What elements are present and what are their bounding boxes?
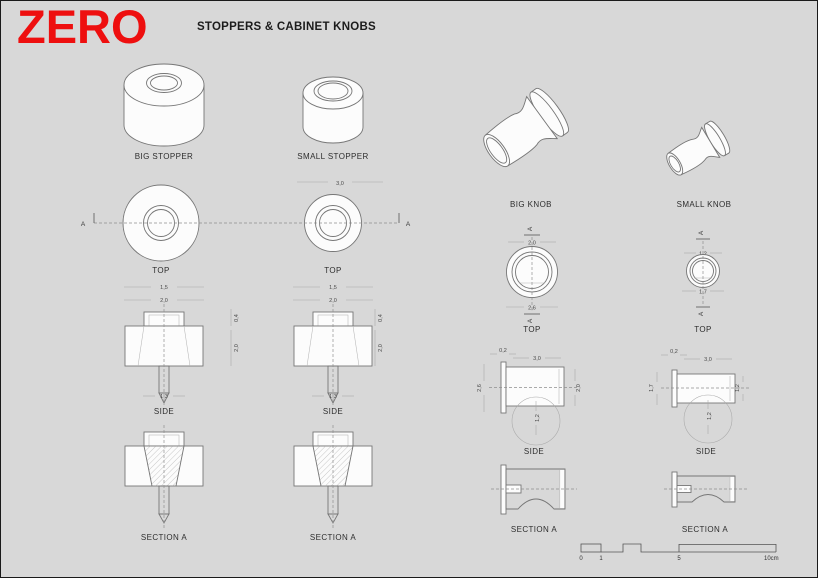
dim-small-cap-h: 0,4 <box>378 314 384 322</box>
dim-big-knob-flange-t: 0,2 <box>499 348 507 354</box>
small-stopper-top-label: TOP <box>324 266 342 275</box>
small-stopper-section-label: SECTION A <box>310 533 357 542</box>
small-knob-perspective <box>666 120 731 176</box>
dim-small-knob-body-d: 1,2 <box>735 384 741 392</box>
small-knob-label: SMALL KNOB <box>677 200 732 209</box>
small-knob-section-label: SECTION A <box>682 525 729 534</box>
big-knob-section-view <box>491 464 577 515</box>
scale-tick-1: 1 <box>599 556 603 562</box>
dim-small-screw: 1,3 <box>329 394 337 400</box>
big-stopper-top-label: TOP <box>152 266 170 275</box>
big-knob-top-marker-a-bottom: A <box>527 318 534 323</box>
big-knob-top-label: TOP <box>523 325 541 334</box>
dim-small-knob-top-outer: 1,7 <box>699 290 707 296</box>
big-knob-side-label: SIDE <box>524 447 544 456</box>
dim-big-knob-length: 3,0 <box>533 356 541 362</box>
section-marker-right: A <box>406 221 411 228</box>
small-stopper-perspective <box>302 76 364 144</box>
small-stopper-label: SMALL STOPPER <box>297 152 368 161</box>
small-knob-top-view: A 1,2 1,7 A <box>682 230 724 316</box>
dim-big-knob-body-d: 2,0 <box>576 384 582 392</box>
big-stopper-label: BIG STOPPER <box>135 152 194 161</box>
dim-small-top-width: 3,0 <box>336 181 344 187</box>
dim-big-knob-top-outer: 2,6 <box>528 306 536 312</box>
dim-big-screw: 1,3 <box>160 394 168 400</box>
small-stopper-side-view: 1,5 2,0 1,3 0,4 2,0 <box>293 285 384 405</box>
big-stopper-section-label: SECTION A <box>141 533 188 542</box>
small-stopper-section-view <box>293 425 373 530</box>
scale-tick-10cm: 10cm <box>764 556 779 562</box>
dim-big-cap-h: 0,4 <box>234 314 240 322</box>
dim-small-body-h: 2,0 <box>378 344 384 352</box>
big-stopper-side-view: 1,5 2,0 1,3 0,4 2,0 <box>124 285 240 405</box>
small-knob-side-label: SIDE <box>696 447 716 456</box>
small-knob-top-marker-a-bottom: A <box>698 311 705 316</box>
dim-big-body-h: 2,0 <box>234 344 240 352</box>
small-stopper-top-view <box>304 194 362 252</box>
small-knob-section-view <box>664 471 747 508</box>
dim-small-knob-length: 3,0 <box>704 357 712 363</box>
big-stopper-section-view <box>124 425 204 530</box>
big-knob-top-view: A 2,0 2,6 A <box>506 226 558 323</box>
big-knob-perspective <box>483 87 569 168</box>
scale-tick-0: 0 <box>579 556 583 562</box>
dim-big-cap-w: 1,5 <box>160 285 168 291</box>
big-knob-top-marker-a-top: A <box>527 226 534 231</box>
big-stopper-perspective <box>123 63 205 147</box>
big-knob-section-label: SECTION A <box>511 525 558 534</box>
dim-small-knob-flange-d: 1,7 <box>649 384 655 392</box>
section-line-a-a: A A <box>81 213 411 228</box>
page-title: STOPPERS & CABINET KNOBS <box>197 21 376 33</box>
big-knob-label: BIG KNOB <box>510 200 552 209</box>
scale-bar: 0 1 5 10cm <box>579 543 779 562</box>
dim-big-knob-flange-d: 2,6 <box>477 384 483 392</box>
small-stopper-side-label: SIDE <box>323 407 343 416</box>
small-stopper-top-dim: 3,0 <box>297 181 383 187</box>
dim-small-knob-flange-t: 0,2 <box>670 349 678 355</box>
dim-small-knob-neck: 1,2 <box>707 412 713 420</box>
section-marker-left: A <box>81 221 86 228</box>
scale-tick-5: 5 <box>677 556 681 562</box>
big-knob-side-view: 0,2 3,0 1,2 2,6 2,0 <box>477 348 582 446</box>
small-knob-side-view: 0,2 3,0 1,2 1,7 1,2 <box>649 349 749 444</box>
small-knob-top-marker-a-top: A <box>698 230 705 235</box>
small-knob-top-label: TOP <box>694 325 712 334</box>
dim-small-body-w: 2,0 <box>329 298 337 304</box>
big-stopper-side-label: SIDE <box>154 407 174 416</box>
dim-big-knob-neck: 1,2 <box>535 414 541 422</box>
dim-big-body-w: 2,0 <box>160 298 168 304</box>
dim-small-cap-w: 1,5 <box>329 285 337 291</box>
zero-logo: ZERO <box>17 0 148 53</box>
